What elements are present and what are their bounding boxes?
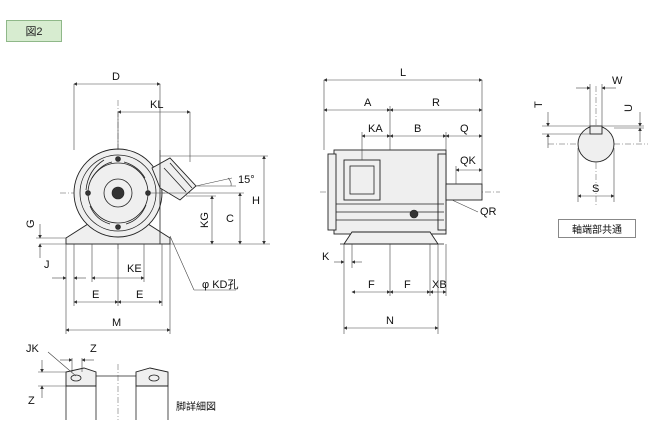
side-view: L A R KA B Q QK QR K F [320, 67, 500, 334]
dim-label-k: K [322, 251, 330, 263]
shaft-label-u: U [623, 104, 635, 112]
dim-label-a: A [364, 97, 372, 109]
dim-label-kd: φ KD孔 [202, 278, 238, 291]
foot-label-z-top: Z [90, 343, 97, 355]
dim-label-b: B [414, 123, 421, 135]
dim-label-r: R [432, 97, 440, 109]
dim-label-xb: XB [432, 279, 447, 291]
foot-detail: JK Z Z 脚詳細図 [26, 343, 216, 420]
shaft-label-t: T [533, 101, 545, 108]
dim-label-ka: KA [368, 123, 383, 135]
dim-label-g: G [25, 219, 37, 228]
dim-label-f1: F [368, 279, 375, 291]
dim-label-kg: KG [199, 212, 211, 228]
dim-label-q: Q [460, 123, 469, 135]
dim-label-qk: QK [460, 155, 477, 167]
shaft-detail: W T U S [533, 75, 648, 206]
foot-label-z-side: Z [28, 395, 35, 407]
foot-detail-caption: 脚詳細図 [176, 400, 216, 413]
dim-label-h: H [252, 195, 260, 207]
dim-label-qr: QR [480, 206, 497, 218]
dim-label-kl: KL [150, 99, 163, 111]
dim-label-e2: E [136, 289, 143, 301]
shaft-detail-caption: 軸端部共通 [558, 219, 636, 238]
dim-label-n: N [386, 315, 394, 327]
foot-label-jk: JK [26, 343, 40, 355]
dim-label-ke: KE [127, 263, 142, 275]
dim-label-d: D [112, 71, 120, 83]
dim-label-e1: E [92, 289, 99, 301]
dim-label-c: C [226, 213, 234, 225]
dim-label-angle: 15° [238, 174, 255, 186]
figure-label: 図2 [6, 20, 62, 42]
dim-label-m: M [112, 317, 121, 329]
dim-label-f2: F [404, 279, 411, 291]
dim-label-j: J [44, 259, 50, 271]
shaft-label-s: S [592, 183, 599, 195]
shaft-label-w: W [612, 75, 623, 87]
dim-label-l: L [400, 67, 406, 79]
front-view: D KL 15° H C KG G [25, 71, 270, 334]
